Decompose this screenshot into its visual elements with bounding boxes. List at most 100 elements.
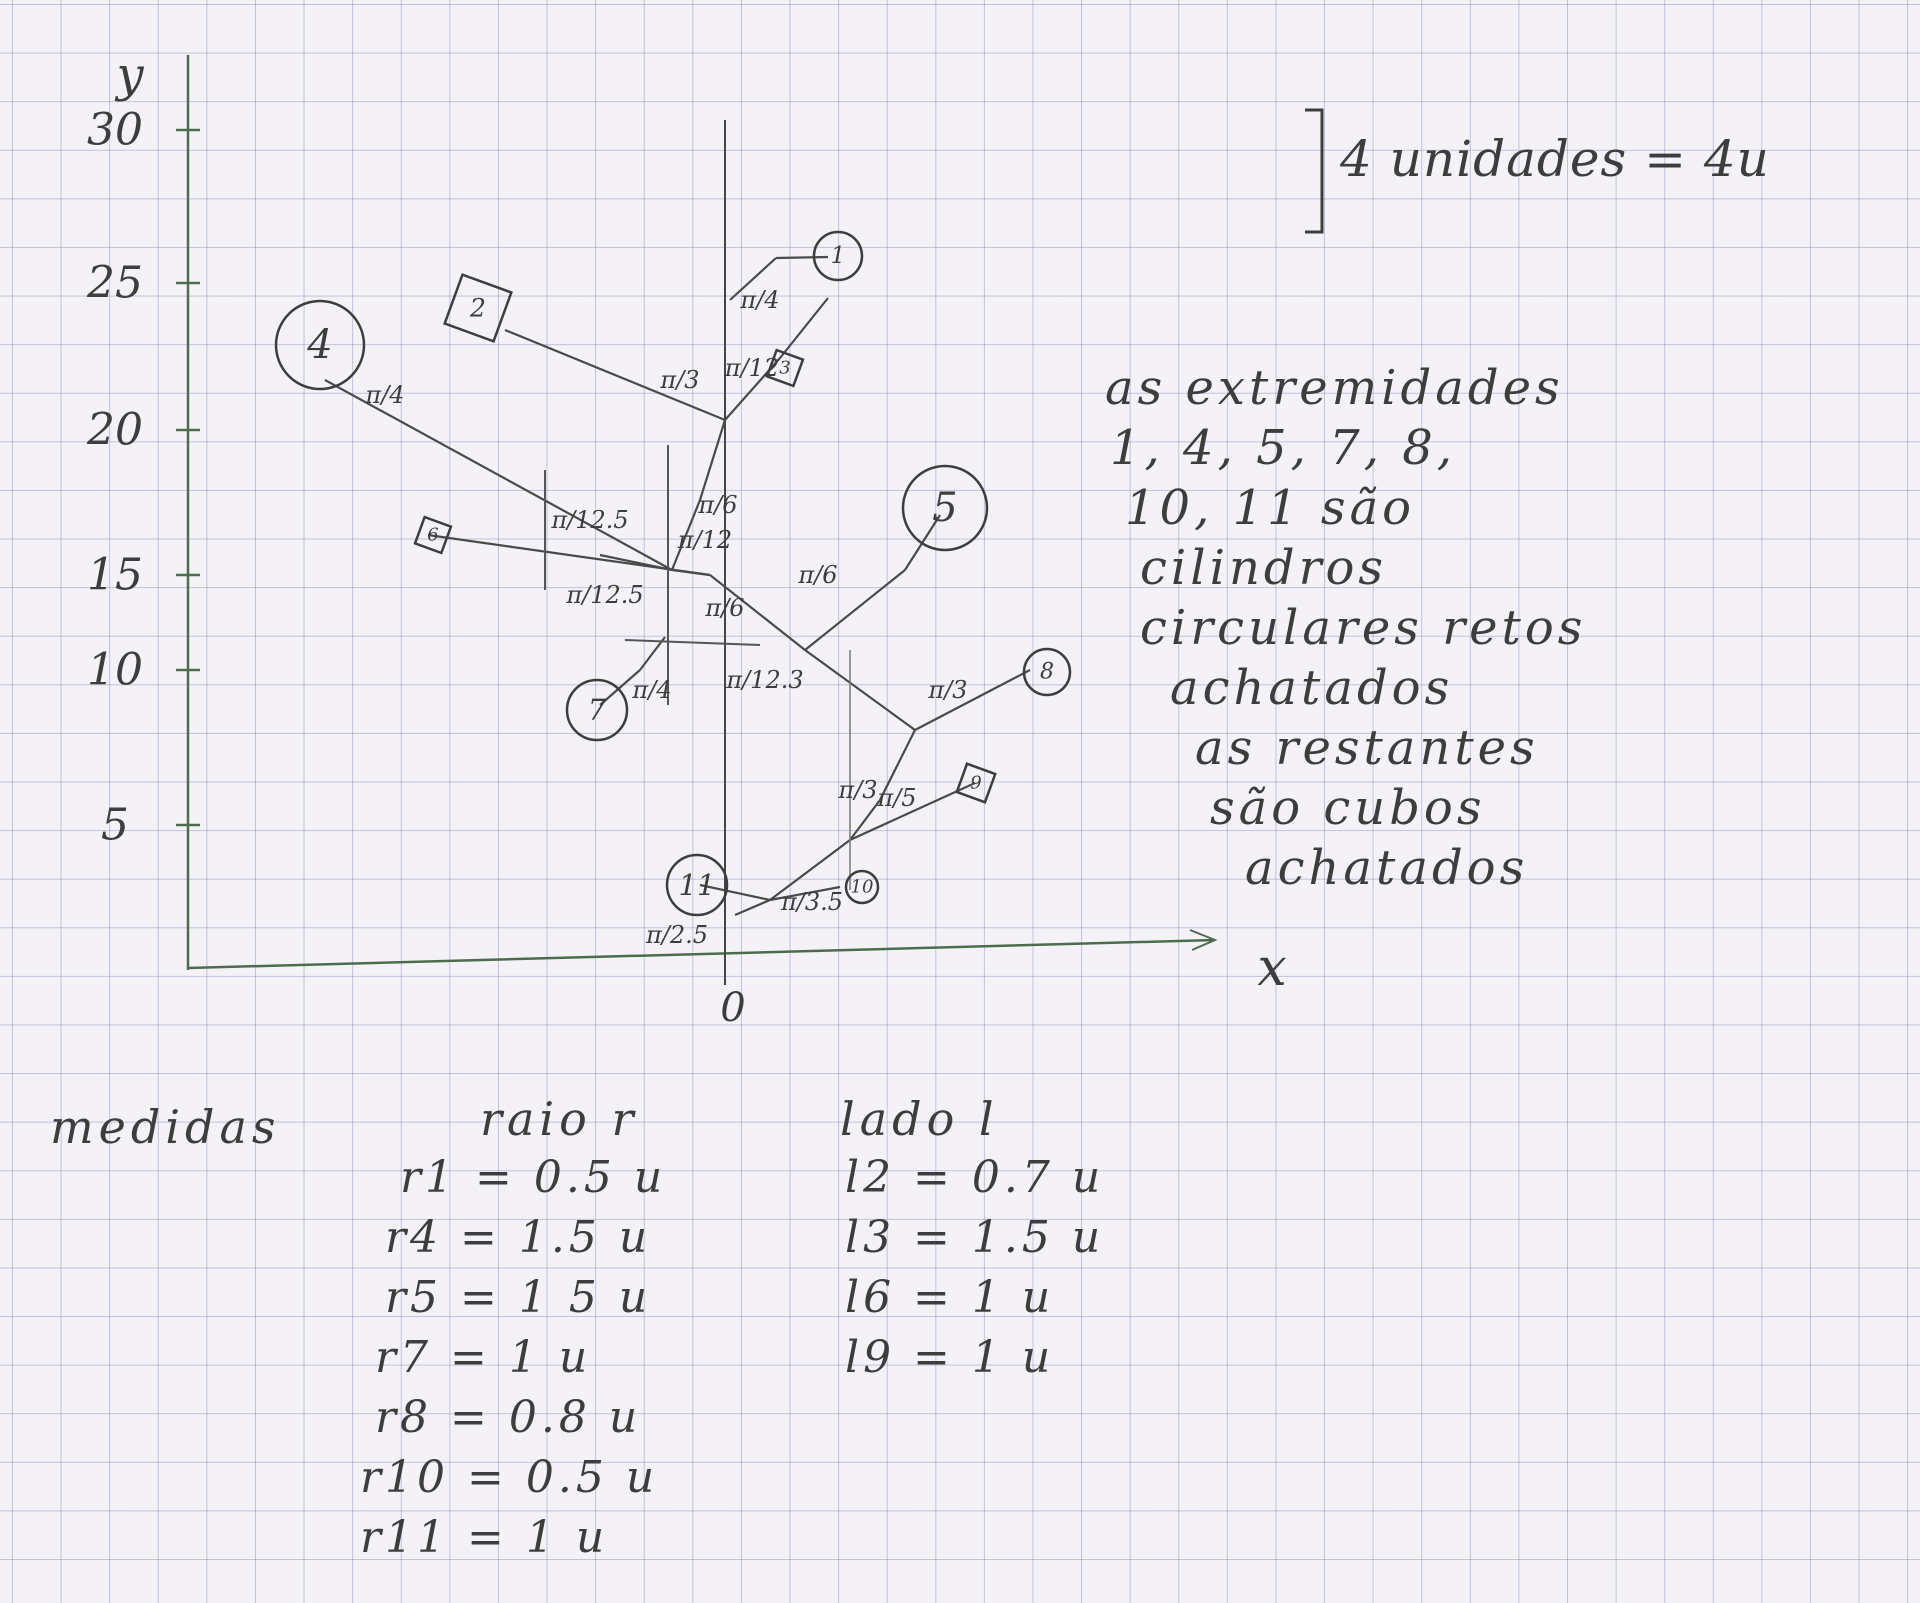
branch [775,255,829,260]
endpoint-2: 2 [443,273,513,343]
note-line: as extremidades [1105,360,1564,416]
angle-label: π/12 [677,526,732,554]
origin-label: 0 [720,985,745,1031]
scale-note: 4 unidades = 4u [1340,130,1770,188]
endpoint-label-2: 2 [469,294,486,323]
cylinder-end-10 [844,869,880,905]
cylinder-end-5 [901,464,989,552]
branch [914,669,1031,731]
scale-bracket [1305,108,1324,234]
cylinder-end-11 [665,853,729,917]
branch [709,574,806,651]
y-axis-label: y [114,47,144,103]
side-value: l2 = 0.7 u [845,1152,1105,1203]
endpoint-11: 11 [665,853,729,917]
angle-label: π/5 [876,784,916,812]
side-value: l6 = 1 u [845,1272,1055,1323]
branch [849,799,881,841]
endpoint-label-5: 5 [932,485,957,531]
endpoint-label-3: 3 [779,358,790,379]
angle-label: π/6 [797,561,837,589]
y-tick-label: 15 [87,550,143,601]
endpoints: 1 2 3 4 5 6 7 8 9 10 11 [274,230,1072,917]
endpoint-label-7: 7 [588,693,607,727]
note-line: achatados [1245,840,1529,896]
branch [779,297,829,359]
side-header: lado l [840,1092,999,1146]
radius-value: r7 = 1 u [375,1332,592,1383]
branch [698,419,727,501]
branch [729,257,777,301]
angle-label: π/2.5 [645,921,708,949]
angle-label: π/4 [739,286,779,314]
angle-label: π/6 [704,594,744,622]
angle-label: π/6 [697,491,737,519]
endpoint-9: 9 [955,762,997,804]
endpoint-1: 1 [812,230,864,282]
endpoint-4: 4 [274,299,366,391]
radius-value: r1 = 0.5 u [400,1152,667,1203]
endpoint-6: 6 [413,515,453,555]
x-axis [187,938,1216,970]
radius-value: r8 = 0.8 u [375,1392,642,1443]
note-line: são cubos [1210,780,1486,836]
cube-end-3 [765,348,805,388]
branch [504,328,726,422]
branch [769,839,851,901]
angle-label: π/4 [364,381,404,409]
side-value: l3 = 1.5 u [845,1212,1105,1263]
branch [639,636,666,671]
angle-label: π/3 [927,676,967,704]
note-line: achatados [1170,660,1454,716]
radius-header: raio r [480,1092,639,1146]
angle-label: π/4 [631,676,671,704]
radius-value: r4 = 1.5 u [385,1212,652,1263]
branch [670,499,702,571]
cube-end-9 [955,762,997,804]
branch [804,649,916,731]
y-tick-label: 25 [86,258,143,309]
note-line: 1, 4, 5, 7, 8, [1110,420,1457,476]
cylinder-end-1 [812,230,864,282]
radius-value: r10 = 0.5 u [360,1452,659,1503]
note-line: circulares retos [1140,600,1587,656]
y-tick-label: 30 [87,105,143,156]
endpoint-5: 5 [901,464,989,552]
cylinder-end-4 [274,299,366,391]
endpoint-label-8: 8 [1040,660,1054,685]
angle-label: π/3.5 [780,888,843,916]
y-tick-label: 5 [101,800,129,851]
cube-end-2 [443,273,513,343]
branch [734,898,771,917]
measurements-title: medidas [50,1100,281,1154]
endpoint-10: 10 [844,869,880,905]
side-value: l9 = 1 u [845,1332,1055,1383]
endpoint-label-11: 11 [679,868,716,902]
endpoint-label-4: 4 [306,322,332,368]
endpoint-label-10: 10 [851,877,874,898]
angle-label: π/12.3 [725,666,803,694]
angle-label: π/3 [837,776,877,804]
endpoint-label-9: 9 [970,773,981,794]
note-line: 10, 11 são [1125,480,1416,536]
branch [427,533,711,577]
construction-mark [624,639,761,646]
branch [699,883,771,902]
x-axis-label: x [1257,938,1286,998]
angle-label: π/12.5 [550,506,628,534]
branch [599,669,641,706]
branch [769,885,841,902]
endpoint-8: 8 [1022,647,1072,697]
note-line: as restantes [1195,720,1539,776]
y-tick-label: 10 [87,645,143,696]
endpoint-7: 7 [565,678,629,742]
branches [324,255,1031,917]
endpoint-label-6: 6 [427,525,438,546]
branch [849,781,976,842]
branch [324,379,673,571]
angle-label: π/12 [724,354,779,382]
